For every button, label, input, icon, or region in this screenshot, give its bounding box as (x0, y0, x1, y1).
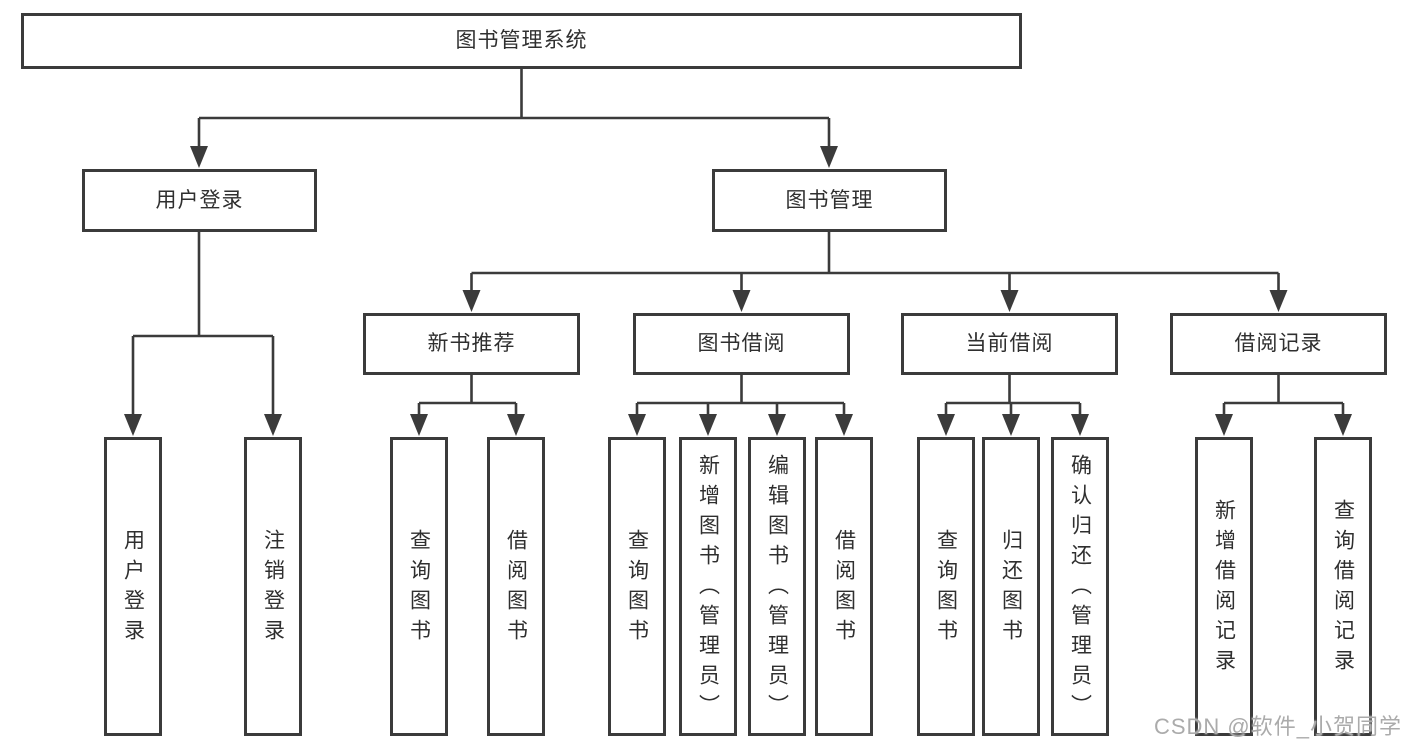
node-user-login: 用户登录 (82, 169, 317, 232)
leaf-query-borrow-record: 查询借阅记录 (1314, 437, 1372, 736)
node-book-borrowing: 图书借阅 (633, 313, 850, 375)
leaf-borrow-books-recommend: 借阅图书 (487, 437, 545, 736)
leaf-query-books-borrow: 查询图书 (608, 437, 666, 736)
node-borrowing-records: 借阅记录 (1170, 313, 1387, 375)
leaf-query-books-recommend: 查询图书 (390, 437, 448, 736)
leaf-borrow-books: 借阅图书 (815, 437, 873, 736)
node-current-borrowing: 当前借阅 (901, 313, 1118, 375)
node-new-book-recommendation: 新书推荐 (363, 313, 580, 375)
leaf-query-books-current: 查询图书 (917, 437, 975, 736)
leaf-add-borrow-record: 新增借阅记录 (1195, 437, 1253, 736)
leaf-add-books-admin: 新增图书（管理员） (679, 437, 737, 736)
leaf-edit-books-admin: 编辑图书（管理员） (748, 437, 806, 736)
leaf-user-login: 用户登录 (104, 437, 162, 736)
leaf-logout: 注销登录 (244, 437, 302, 736)
leaf-return-books: 归还图书 (982, 437, 1040, 736)
csdn-watermark: CSDN @软件_小贺同学 (1153, 714, 1402, 739)
node-book-management: 图书管理 (712, 169, 947, 232)
node-library-management-system: 图书管理系统 (21, 13, 1022, 69)
leaf-confirm-return-admin: 确认归还（管理员） (1051, 437, 1109, 736)
